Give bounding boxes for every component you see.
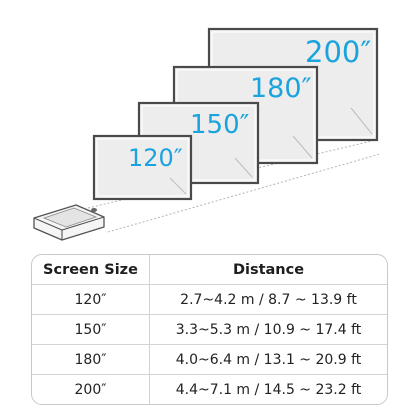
table-row: 180″ 4.0~6.4 m / 13.1 ~ 20.9 ft	[32, 344, 387, 374]
distance-table: Screen Size Distance 120″ 2.7~4.2 m / 8.…	[31, 254, 388, 405]
cell-distance: 4.4~7.1 m / 14.5 ~ 23.2 ft	[175, 381, 362, 398]
cell-distance: 3.3~5.3 m / 10.9 ~ 17.4 ft	[175, 321, 362, 338]
table-row: 150″ 3.3~5.3 m / 10.9 ~ 17.4 ft	[32, 314, 387, 344]
cell-size: 120″	[32, 285, 150, 314]
table-row: 200″ 4.4~7.1 m / 14.5 ~ 23.2 ft	[32, 374, 387, 404]
screen-label-120: 120″	[128, 144, 183, 172]
projection-diagram: 200″ 180″ 150″ 120″	[33, 27, 381, 241]
screen-label-180: 180″	[250, 73, 312, 104]
header-distance: Distance	[232, 261, 305, 278]
table-header: Screen Size Distance	[32, 255, 387, 284]
cell-size: 150″	[32, 315, 150, 344]
screen-120: 120″	[92, 134, 193, 201]
screen-label-150: 150″	[190, 110, 250, 140]
projector-icon	[33, 204, 105, 241]
table-row: 120″ 2.7~4.2 m / 8.7 ~ 13.9 ft	[32, 284, 387, 314]
cell-distance: 2.7~4.2 m / 8.7 ~ 13.9 ft	[180, 291, 357, 308]
cell-distance: 4.0~6.4 m / 13.1 ~ 20.9 ft	[175, 351, 362, 368]
header-screen-size: Screen Size	[32, 255, 150, 284]
screen-label-200: 200″	[305, 35, 371, 69]
cell-size: 180″	[32, 345, 150, 374]
cell-size: 200″	[32, 375, 150, 404]
